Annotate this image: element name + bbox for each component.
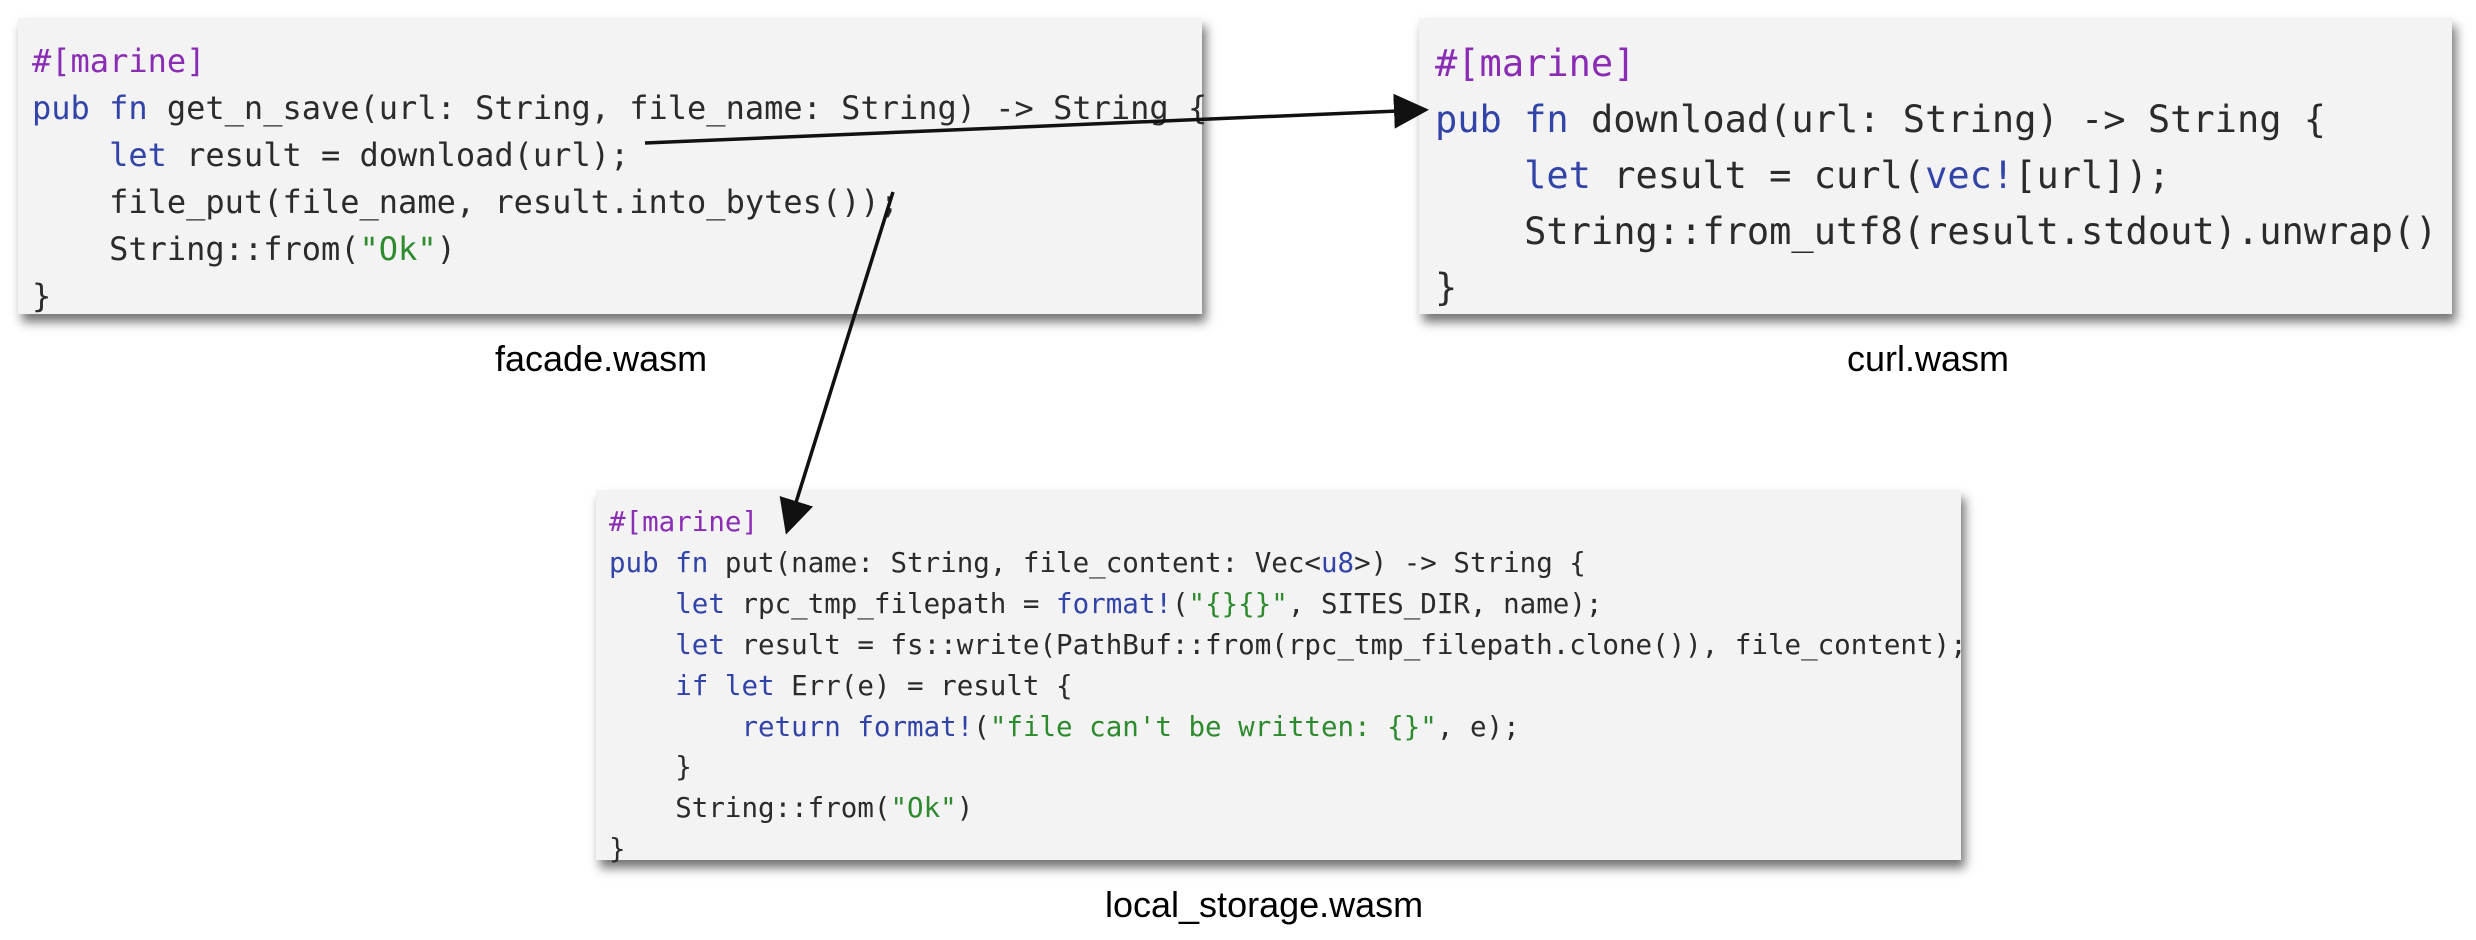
code-block-facade: #[marine] pub fn get_n_save(url: String, …: [18, 18, 1207, 315]
code-line: pub fn download(url: String) -> String {: [1435, 92, 2452, 148]
code-token-keyword: pub: [1435, 98, 1502, 141]
code-token-text: Err(e) = result {: [774, 669, 1073, 702]
code-line: String::from_utf8(result.stdout).unwrap(…: [1435, 204, 2452, 260]
code-token-keyword: u8: [1320, 546, 1355, 579]
code-token-text: result = fs::write(PathBuf::from(rpc_tmp…: [724, 628, 1967, 661]
code-token-text: , SITES_DIR, name);: [1287, 587, 1603, 620]
code-line: }: [609, 829, 1961, 870]
code-token-text: (: [973, 710, 990, 743]
code-line: let result = fs::write(PathBuf::from(rpc…: [609, 625, 1966, 666]
code-line: file_put(file_name, result.into_bytes())…: [32, 179, 1202, 226]
code-line: if let Err(e) = result {: [609, 666, 1961, 707]
code-token-text: >) -> String {: [1354, 546, 1586, 579]
code-line: #[marine]: [32, 38, 1202, 85]
code-token-string: "Ok": [890, 792, 957, 825]
code-token-text: String::from(: [609, 792, 891, 825]
code-token-text: }: [609, 833, 626, 866]
code-line: }: [1435, 260, 2452, 316]
code-token-text: put(name: String, file_content: Vec<: [708, 546, 1321, 579]
code-token-attribute: #[marine]: [609, 506, 759, 538]
code-line: let rpc_tmp_filepath = format!("{}{}", S…: [609, 584, 1961, 625]
code-token-text: (: [1171, 587, 1189, 620]
code-block-curl: #[marine] pub fn download(url: String) ->…: [1419, 18, 2452, 314]
code-line: let result = download(url);: [32, 132, 1202, 179]
code-token-text: file_put(file_name, result.into_bytes())…: [32, 183, 899, 221]
code-line: let result = curl(vec![url]);: [1435, 148, 2452, 204]
code-line: }: [609, 747, 1961, 788]
code-token-keyword: pub: [32, 89, 90, 127]
code-line: pub fn get_n_save(url: String, file_name…: [32, 85, 1207, 132]
code-token-text: String::from_utf8(result.stdout).unwrap(…: [1435, 210, 2438, 253]
code-line: #[marine]: [609, 502, 1961, 543]
code-token-keyword: let: [109, 136, 167, 174]
code-token-keyword: if let: [675, 669, 775, 702]
code-token-keyword: let: [1524, 154, 1591, 197]
arrow-file-put-call: [779, 191, 895, 535]
arrow-download-call: [644, 93, 1429, 145]
code-token-text: }: [32, 277, 52, 315]
code-token-string: "Ok": [359, 230, 437, 268]
code-token-text: result = download(url);: [166, 136, 630, 174]
code-token-text: [url]);: [2014, 154, 2171, 197]
code-token-keyword: vec!: [1925, 154, 2015, 197]
code-block-local-storage: #[marine] pub fn put(name: String, file_c…: [596, 490, 1967, 865]
code-token-keyword: format!: [1056, 587, 1172, 620]
code-token-keyword: fn: [1524, 98, 1569, 141]
code-token-text: get_n_save(url: String, file_name: Strin…: [147, 89, 1208, 127]
code-token-text: download(url: String) -> String {: [1568, 98, 2327, 141]
code-line: return format!("file can't be written: {…: [609, 707, 1961, 748]
code-token-keyword: fn: [109, 89, 148, 127]
code-token-text: ): [436, 230, 456, 268]
code-token-text: result = curl(: [1590, 154, 1926, 197]
code-token-text: rpc_tmp_filepath =: [724, 587, 1057, 620]
code-token-keyword: format!: [857, 710, 974, 743]
code-line: String::from("Ok"): [32, 226, 1202, 273]
code-line: pub fn put(name: String, file_content: V…: [609, 543, 1961, 584]
caption-curl: curl.wasm: [1847, 338, 2010, 379]
code-token-keyword: fn: [675, 546, 709, 579]
caption-local-storage: local_storage.wasm: [1105, 884, 1424, 925]
code-token-attribute: #[marine]: [32, 42, 206, 80]
code-token-string: "{}{}": [1188, 587, 1288, 620]
code-token-text: }: [1435, 266, 1458, 309]
code-token-string: "file can't be written: {}": [989, 710, 1437, 743]
caption-facade: facade.wasm: [495, 338, 708, 379]
code-line: }: [32, 273, 1202, 320]
code-line: String::from("Ok"): [609, 788, 1961, 829]
code-token-keyword: pub: [609, 546, 659, 579]
code-token-text: String::from(: [32, 230, 360, 268]
code-token-text: , e);: [1436, 710, 1520, 743]
code-token-keyword: let: [675, 587, 725, 620]
code-token-keyword: return: [741, 710, 841, 743]
code-token-keyword: let: [675, 628, 725, 661]
code-token-attribute: #[marine]: [1435, 42, 1636, 85]
code-token-text: }: [609, 751, 692, 784]
code-line: #[marine]: [1435, 36, 2452, 92]
code-token-text: ): [956, 792, 974, 825]
